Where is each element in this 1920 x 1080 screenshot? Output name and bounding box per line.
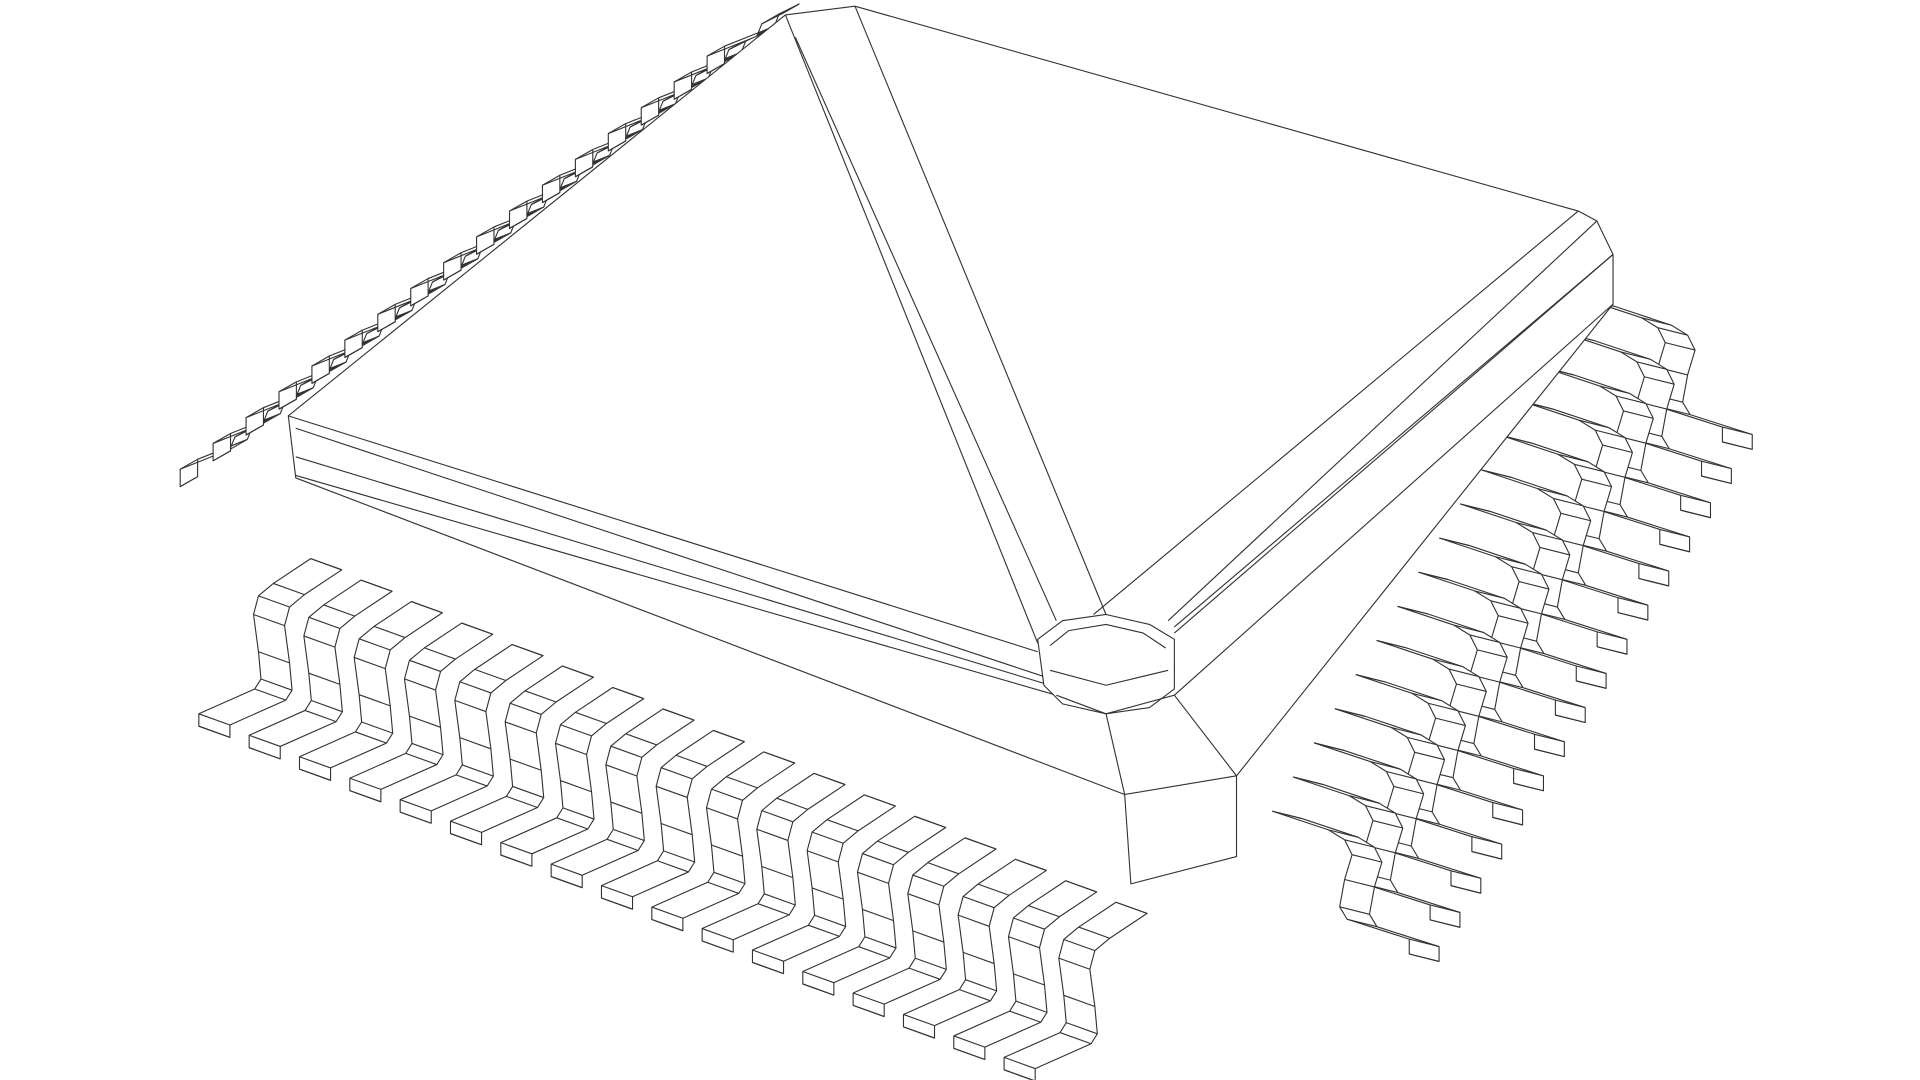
ridge-right-a <box>1093 210 1579 615</box>
side-band-line-2 <box>295 456 1051 686</box>
front-pin-row <box>198 558 1148 1080</box>
right-pin-row <box>1271 298 1753 963</box>
front-pin <box>349 622 494 803</box>
ejector-pin-inner <box>1049 623 1166 649</box>
front-corner-bottom <box>1124 775 1237 796</box>
front-pin <box>651 751 796 932</box>
front-corner-mid <box>1105 694 1175 715</box>
front-pin <box>1003 901 1148 1080</box>
right-band-lower-edge <box>1173 303 1614 696</box>
back-pin <box>706 3 800 75</box>
side-band-lower-edge <box>295 474 1057 696</box>
top-left-edge <box>288 415 1038 653</box>
front-pin <box>449 665 594 846</box>
front-corner-right <box>1173 694 1237 777</box>
front-pin <box>600 729 745 910</box>
front-pin <box>248 579 393 760</box>
back-pin-row <box>179 3 800 488</box>
ridge-front-left-b <box>854 5 1107 615</box>
front-pin <box>298 601 443 781</box>
front-pin <box>399 643 544 824</box>
front-pin <box>902 858 1047 1039</box>
front-pin <box>198 558 343 738</box>
ridge-right-b <box>1174 254 1614 628</box>
front-pin <box>953 880 1098 1061</box>
chip-body <box>287 5 1614 885</box>
front-pin <box>852 837 997 1018</box>
ejector-pin-inner-2 <box>1049 669 1169 686</box>
front-pin <box>500 686 645 867</box>
right-pin <box>1271 810 1440 963</box>
front-pin <box>802 815 947 996</box>
front-pin <box>701 772 846 953</box>
front-pin <box>550 708 695 889</box>
side-band-line <box>295 427 1045 678</box>
ejector-pin-mark <box>1037 613 1175 715</box>
right-band-line <box>1167 220 1598 622</box>
top-right-edge <box>1174 254 1614 634</box>
ridge-front-left-c <box>794 37 1057 621</box>
front-pin <box>751 794 896 975</box>
ridge-front-left-a <box>784 14 1039 644</box>
